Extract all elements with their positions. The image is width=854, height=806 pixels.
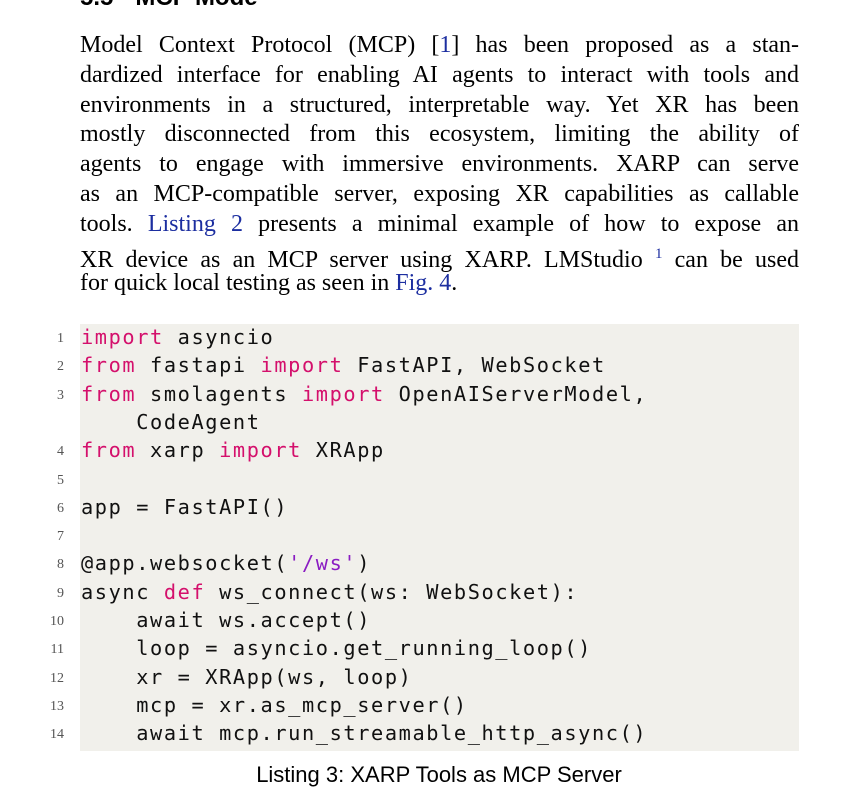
code-keyword: import [260,353,344,378]
code-text: loop = asyncio.get_running_loop() [81,636,592,660]
code-token: smolagents [136,381,302,406]
code-token: ws_connect(ws: WebSocket): [205,579,579,604]
code-text: mcp = xr.as_mcp_server() [81,693,468,717]
code-text: await ws.accept() [81,608,371,632]
code-text: await mcp.run_streamable_http_async() [81,721,647,745]
paragraph-line: as an MCP-compatible server, exposing XR… [80,180,799,207]
line-number: 6 [57,500,64,516]
code-keyword: from [81,353,137,378]
code-token: OpenAIServerModel, [384,381,648,406]
line-number: 3 [57,387,64,403]
code-token: XRApp [302,438,385,463]
paragraph-line: agents to engage with immersive environm… [80,151,799,178]
body-paragraph: Model Context Protocol (MCP) [1] has bee… [80,31,799,299]
line-number: 9 [57,585,64,601]
code-token: await mcp.run_streamable_http_async() [81,721,648,746]
line-number: 12 [50,670,64,686]
code-token: FastAPI, WebSocket [343,353,606,378]
footnote-marker[interactable]: 1 [654,245,663,262]
line-number: 14 [50,727,64,743]
code-token: xr = XRApp(ws, loop) [81,664,413,689]
line-number: 7 [57,529,64,545]
code-string: '/ws' [288,551,358,576]
line-number: 5 [57,472,64,488]
section-heading: 5.5 MCP Mode [80,0,258,10]
code-token: mcp = xr.as_mcp_server() [81,692,468,717]
paragraph-line: XR device as an MCP server using XARP. L… [80,245,800,273]
code-text: from xarp import XRApp [81,438,385,462]
code-keyword: from [81,438,137,463]
code-token: @app.websocket( [81,551,289,576]
paragraph-line: mostly disconnected from this ecosystem,… [80,121,799,148]
line-number: 13 [50,698,64,714]
code-text: app = FastAPI() [81,495,288,519]
line-number: 4 [57,444,64,460]
code-listing-background [80,324,799,751]
code-token: app = FastAPI() [81,494,289,519]
code-text: CodeAgent [81,410,261,434]
paragraph-line: Model Context Protocol (MCP) [1] has bee… [80,32,800,58]
section-title: MCP Mode [135,0,257,11]
code-token: await ws.accept() [81,608,372,632]
code-token: loop = asyncio.get_running_loop() [81,636,592,661]
code-keyword: import [219,438,302,463]
paragraph-line: tools. Listing 2 presents a minimal exam… [80,210,799,237]
code-text: xr = XRApp(ws, loop) [81,665,412,689]
code-keyword: def [163,579,206,604]
code-token: asyncio [163,325,275,349]
code-keyword: import [301,381,385,406]
code-token: fastapi [136,353,261,378]
line-number: 11 [50,642,64,658]
paragraph-line: for quick local testing as seen in Fig. … [80,270,458,297]
cross-reference-link[interactable]: Fig. 4 [395,270,452,297]
code-text: async def ws_connect(ws: WebSocket): [81,580,578,604]
line-number: 10 [50,614,64,629]
listing-caption: Listing 3: XARP Tools as MCP Server [256,762,622,787]
code-token: xarp [136,438,220,463]
cross-reference-link[interactable]: Listing 2 [147,210,243,237]
cross-reference-link[interactable]: 1 [439,32,452,58]
code-keyword: import [81,325,164,349]
line-number: 1 [57,331,64,346]
code-token: CodeAgent [81,409,261,434]
code-text: @app.websocket('/ws') [81,551,371,575]
code-token: ) [357,551,372,576]
code-text: from fastapi import FastAPI, WebSocket [81,353,606,377]
paragraph-line: environments in a structured, interpreta… [80,91,799,118]
line-number: 8 [57,557,64,573]
code-token: async [81,579,164,604]
code-text: import asyncio [81,325,274,349]
paragraph-line: dardized interface for enabling AI agent… [80,61,799,88]
line-number: 2 [57,359,64,375]
code-text: from smolagents import OpenAIServerModel… [81,382,647,406]
section-number: 5.5 [80,0,113,11]
code-keyword: from [81,381,137,406]
